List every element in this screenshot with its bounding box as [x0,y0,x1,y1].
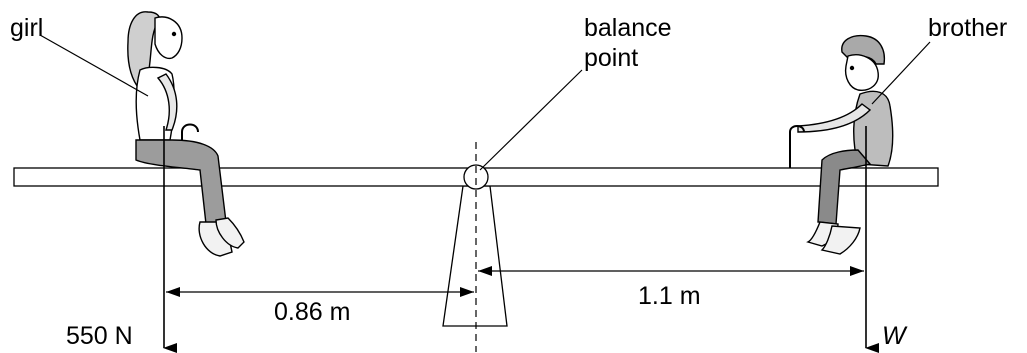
girl-label: girl [10,14,43,42]
distance-label-left: 0.86 m [274,298,350,326]
balance-leader-line [479,69,583,171]
brother-figure [789,34,894,255]
balance-label-line1: balance [584,14,672,42]
brother-label: brother [928,14,1007,42]
distance-label-right: 1.1 m [638,282,701,310]
girl-leader-line [39,34,149,97]
girl-figure [127,11,245,257]
force-label-brother: W [882,322,908,350]
brother-leader-line [871,41,931,105]
pivot-stand [442,185,508,327]
force-label-girl: 550 N [66,322,133,350]
pivot-circle [463,164,489,190]
balance-label-line2: point [584,44,638,72]
